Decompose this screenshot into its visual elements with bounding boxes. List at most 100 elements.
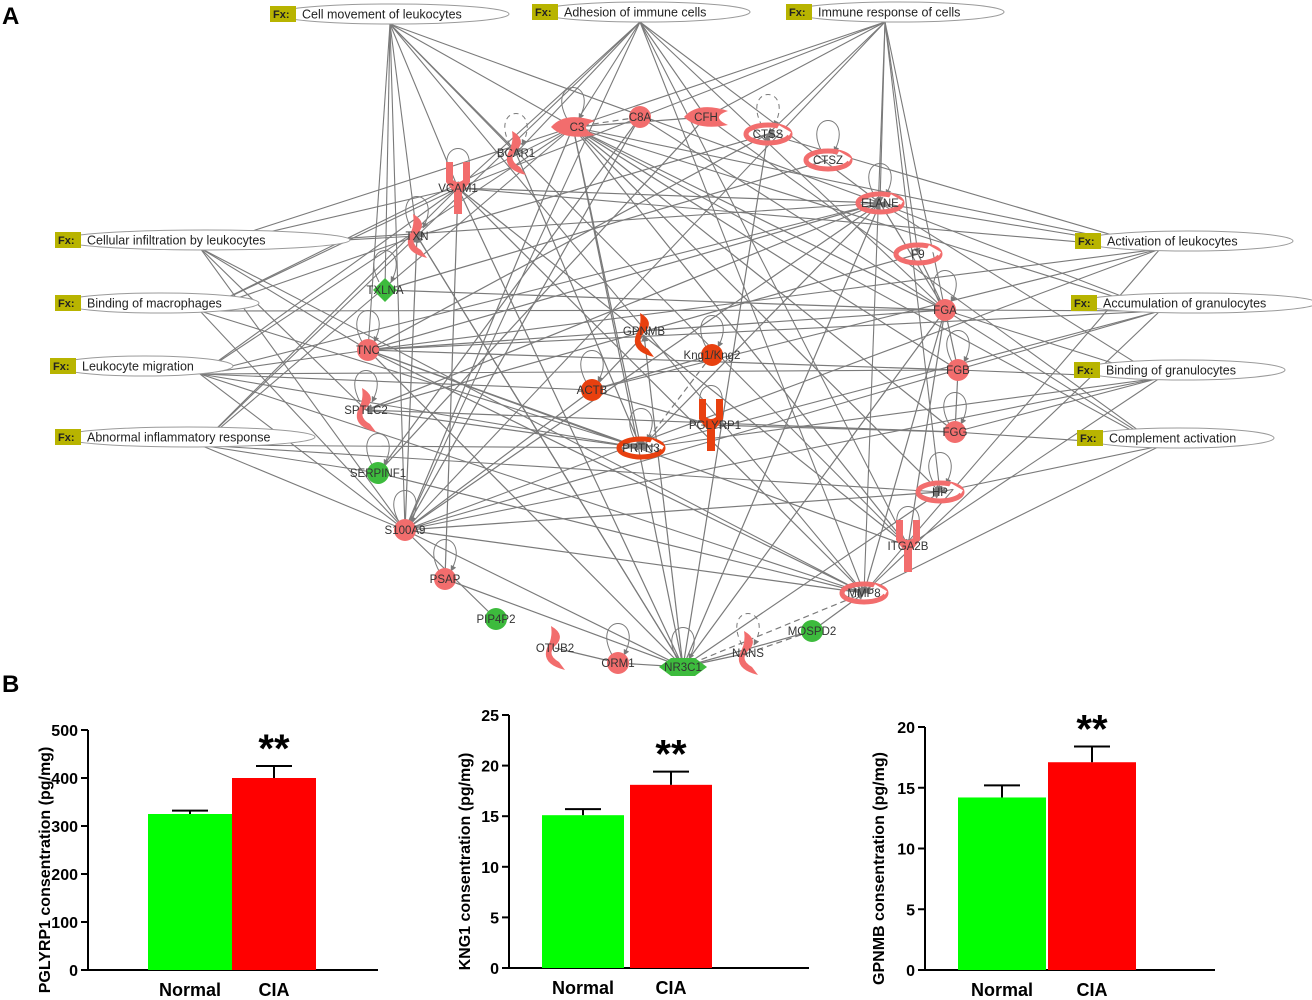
molecule-label: CTSZ xyxy=(813,155,843,167)
edge-leukocyte-migration-fgb xyxy=(199,366,959,375)
edge-elane-prtn3 xyxy=(640,202,881,449)
node-shape-enzyme-gap xyxy=(649,439,665,450)
node-shape-receptor xyxy=(446,162,470,214)
edge-s100a9-txn xyxy=(404,235,421,531)
y-tick-label: 10 xyxy=(897,842,915,859)
y-tick-label: 300 xyxy=(51,819,78,836)
edge-adhesion-of-immune-cells-fga xyxy=(639,21,946,311)
category-label: Normal xyxy=(552,978,614,998)
self-loop-ctss xyxy=(756,94,780,127)
fx-tag-label: Fx: xyxy=(535,7,552,19)
node-shape-peptidase xyxy=(684,107,728,127)
category-label: Normal xyxy=(159,980,221,1000)
node-shape-circle xyxy=(434,568,456,590)
self-loop-orm1 xyxy=(606,623,630,656)
edge-activation-of-leukocytes-actb xyxy=(591,248,1161,392)
y-tick-label: 20 xyxy=(481,759,499,776)
edge-immune-response-of-cells-c3 xyxy=(572,21,886,129)
edge-adhesion-of-immune-cells-itga2b xyxy=(639,21,909,547)
molecule-node-nans: NANS xyxy=(732,631,764,675)
function-label: Cell movement of leukocytes xyxy=(302,8,462,22)
edge-cell-movement-of-leukocytes-txlna xyxy=(381,23,391,291)
function-label: Complement activation xyxy=(1109,432,1236,446)
molecule-label: PIP4P2 xyxy=(477,614,516,626)
edge-cell-movement-of-leukocytes-itga2b xyxy=(389,23,909,547)
node-shape-circle xyxy=(367,462,389,484)
edge-nr3c1-fga xyxy=(682,309,946,668)
edge-s100a9-mmp8 xyxy=(404,529,865,596)
edge-nr3c1-elane xyxy=(682,202,881,668)
y-axis-label: PGLYRP1 consentration (pg/mg) xyxy=(37,747,54,994)
function-label: Accumulation of granulocytes xyxy=(1103,297,1266,311)
molecule-label: SPTLC2 xyxy=(344,405,387,417)
edge-vcam1-psap xyxy=(441,187,459,580)
molecule-label: HP xyxy=(932,487,948,499)
function-node-immune-response-of-cells: Fx:Immune response of cells xyxy=(786,1,1005,23)
node-shape-circle xyxy=(607,652,629,674)
node-shape-diamond xyxy=(373,278,397,302)
fx-tag-box xyxy=(1071,295,1097,311)
molecule-node-mospd2: MOSPD2 xyxy=(788,620,836,642)
edge-immune-response-of-cells-fga xyxy=(884,21,948,311)
edge-nr3c1-vcam1 xyxy=(457,187,684,668)
molecule-label: MMP8 xyxy=(847,588,880,600)
fx-tag-label: Fx: xyxy=(58,298,75,310)
edge-leukocyte-migration-mmp8 xyxy=(199,373,865,595)
y-tick-label: 100 xyxy=(51,915,78,932)
network-edges xyxy=(199,21,1161,668)
self-loop-fgg xyxy=(943,392,967,425)
fx-tag-box xyxy=(786,4,812,20)
node-shape-enzyme-gap xyxy=(872,584,888,595)
edge-cell-movement-of-leukocytes-mmp8 xyxy=(389,23,865,594)
molecule-node-actb: ACTB xyxy=(577,379,608,401)
edge-adhesion-of-immune-cells-vcam1 xyxy=(457,21,641,189)
function-node-abnormal-inflammatory-response: Fx:Abnormal inflammatory response xyxy=(55,426,316,448)
y-tick-label: 400 xyxy=(51,771,78,788)
edge-cellular-infiltration-by-leukocytes-sptlc2 xyxy=(199,247,367,411)
molecule-node-bcar1: BCAR1 xyxy=(497,131,535,175)
node-shape-other xyxy=(634,313,654,357)
edge-actb-pglyrp1 xyxy=(591,389,712,427)
y-tick-label: 15 xyxy=(481,809,499,826)
molecule-node-gpnmb: GPNMB xyxy=(623,313,666,357)
node-shape-circle xyxy=(629,106,651,128)
molecule-label: CTSS xyxy=(753,129,784,141)
node-shape-receptor xyxy=(896,520,920,572)
node-shape-other xyxy=(407,214,427,258)
category-label: CIA xyxy=(1077,980,1108,1000)
self-loop-sptlc2 xyxy=(354,370,378,403)
self-loop-nans xyxy=(736,613,760,646)
self-loop-ctsz xyxy=(816,120,840,153)
bar-cia xyxy=(1048,762,1136,970)
fx-tag-label: Fx: xyxy=(1077,365,1094,377)
molecule-node-serpinf1: SERPINF1 xyxy=(350,462,406,484)
y-axis-label: GPNMB consentration (pg/mg) xyxy=(871,752,888,985)
molecule-node-fgg: FGG xyxy=(943,421,968,443)
molecule-node-sptlc2: SPTLC2 xyxy=(344,388,388,432)
edge-leukocyte-migration-elane xyxy=(199,201,881,375)
edge-c3-s100a9 xyxy=(404,126,574,531)
edge-complement-activation-c3 xyxy=(572,126,1161,447)
edge-activation-of-leukocytes-vcam1 xyxy=(457,185,1161,250)
function-label: Binding of macrophages xyxy=(87,297,222,311)
node-shape-other xyxy=(356,388,376,432)
y-tick-label: 0 xyxy=(69,963,78,980)
edge-accumulation-of-granulocytes-elane xyxy=(879,202,1161,312)
fx-tag-box xyxy=(270,6,296,22)
edge-fga-itga2b xyxy=(905,309,946,547)
self-loop-s100a9 xyxy=(393,490,417,523)
edge-abnormal-inflammatory-response-s100a9 xyxy=(199,444,406,531)
edge-nr3c1-psap xyxy=(444,577,684,668)
edge-elane-vcam1 xyxy=(457,184,881,204)
edge-leukocyte-migration-actb xyxy=(199,373,593,394)
edge-itga2b-vcam1 xyxy=(457,187,909,547)
function-label: Adhesion of immune cells xyxy=(564,6,706,20)
edge-binding-of-granulocytes-itga2b xyxy=(907,377,1161,547)
molecule-node-itga2b: ITGA2B xyxy=(888,520,929,572)
edge-fga-tnc xyxy=(367,309,946,354)
molecule-label: GPNMB xyxy=(623,326,666,338)
molecule-node-c3: C3 xyxy=(551,117,595,137)
molecule-node-ctss: CTSS xyxy=(743,122,793,146)
